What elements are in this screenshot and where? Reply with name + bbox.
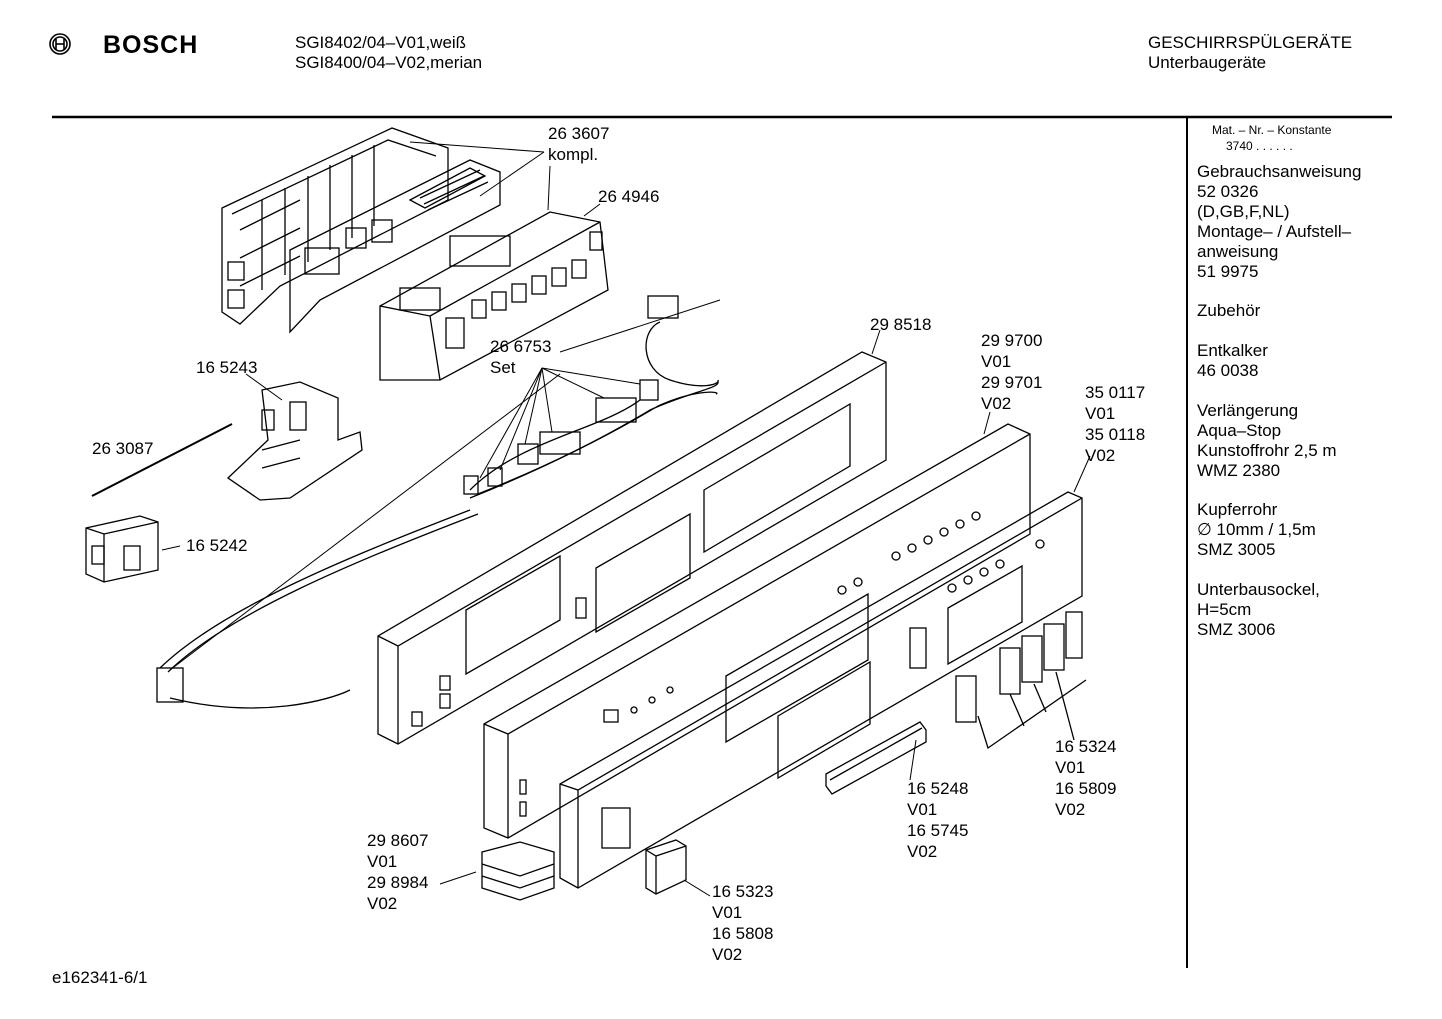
- control-module-drawing: [379, 211, 609, 381]
- part-label-350117: 35 0117 V01 35 0118 V02: [1085, 382, 1145, 466]
- sidebar-section-accessories: Zubehör: [1197, 301, 1260, 321]
- part-label-165243: 16 5243: [196, 357, 257, 378]
- front-panel-drawing: [559, 491, 1083, 889]
- part-variant: V02: [367, 894, 398, 913]
- sidebar-line: 52 0326: [1197, 182, 1259, 201]
- drawing-id: e162341-6/1: [52, 968, 148, 987]
- switch-drawing: [85, 515, 159, 583]
- part-number: 16 5809: [1055, 779, 1117, 798]
- leader-lines: [161, 141, 1091, 897]
- category-line-2: Unterbaugeräte: [1148, 53, 1267, 72]
- part-number: 16 5324: [1055, 737, 1117, 756]
- sidebar-section-base: Unterbausockel, H=5cm SMZ 3006: [1197, 580, 1320, 640]
- sidebar-line: 51 9975: [1197, 262, 1259, 281]
- sidebar-line: Gebrauchsanweisung: [1197, 162, 1362, 181]
- part-variant: V02: [907, 842, 938, 861]
- part-note: Set: [490, 358, 516, 377]
- mat-nr-header: Mat. – Nr. – Konstante: [1212, 123, 1332, 137]
- strip-drawing: [825, 721, 927, 795]
- model-line-1: SGI8402/04–V01,weiß: [295, 33, 467, 52]
- part-number: 16 5745: [907, 821, 969, 840]
- part-label-263087: 26 3087: [92, 438, 153, 459]
- brand-name: BOSCH: [103, 31, 199, 59]
- inner-panel-drawing: [377, 351, 887, 745]
- sidebar-line: Aqua–Stop: [1197, 421, 1282, 440]
- sidebar-line: ∅ 10mm / 1,5m: [1197, 520, 1316, 539]
- control-frame-drawing: [221, 127, 449, 325]
- sidebar-line: Entkalker: [1197, 341, 1268, 360]
- middle-panel-drawing: [483, 423, 1031, 839]
- category-title: GESCHIRRSPÜLGERÄTE Unterbaugeräte: [1148, 33, 1352, 73]
- part-label-298518: 29 8518: [870, 314, 931, 335]
- part-number: 16 5808: [712, 924, 774, 943]
- spacer-drawing: [481, 841, 555, 901]
- part-number: 29 9701: [981, 373, 1043, 392]
- part-note: kompl.: [548, 145, 599, 164]
- long-cable-drawing: [156, 509, 479, 709]
- sidebar-line: Zubehör: [1197, 301, 1261, 320]
- sidebar-section-extension: Verlängerung Aqua–Stop Kunstoffrohr 2,5 …: [1197, 401, 1337, 481]
- bosch-logo-icon: [49, 33, 71, 55]
- part-number: 16 5242: [186, 536, 248, 555]
- sidebar-line: H=5cm: [1197, 600, 1252, 619]
- part-label-165324: 16 5324 V01 16 5809 V02: [1055, 736, 1116, 820]
- sidebar-line: 46 0038: [1197, 361, 1259, 380]
- part-variant: V01: [907, 800, 938, 819]
- model-list: SGI8402/04–V01,weiß SGI8400/04–V02,meria…: [295, 33, 482, 73]
- part-number: 26 6753: [490, 337, 552, 356]
- sidebar-line: Montage– / Aufstell–: [1197, 222, 1352, 241]
- part-variant: V01: [1085, 404, 1116, 423]
- part-number: 16 5248: [907, 779, 969, 798]
- sidebar-line: anweisung: [1197, 242, 1279, 261]
- part-variant: V01: [1055, 758, 1086, 777]
- part-variant: V01: [712, 903, 743, 922]
- part-label-299700: 29 9700 V01 29 9701 V02: [981, 330, 1042, 414]
- mat-nr-value: 3740 . . . . . .: [1226, 139, 1293, 153]
- part-number: 26 3607: [548, 124, 610, 143]
- model-line-2: SGI8400/04–V02,merian: [295, 53, 483, 72]
- part-number: 26 4946: [598, 187, 660, 206]
- part-number: 29 8984: [367, 873, 429, 892]
- sidebar-line: Kupferrohr: [1197, 500, 1278, 519]
- part-variant: V01: [981, 352, 1012, 371]
- part-label-298607: 29 8607 V01 29 8984 V02: [367, 830, 428, 914]
- part-label-264946: 26 4946: [598, 186, 659, 207]
- part-variant: V02: [1055, 800, 1086, 819]
- sidebar-line: SMZ 3006: [1197, 620, 1276, 639]
- holder-drawing: [226, 381, 363, 501]
- sidebar-line: Verlängerung: [1197, 401, 1299, 420]
- part-variant: V02: [1085, 446, 1116, 465]
- part-label-266753: 26 6753 Set: [490, 336, 551, 378]
- part-variant: V02: [981, 394, 1012, 413]
- part-label-165248: 16 5248 V01 16 5745 V02: [907, 778, 968, 862]
- circuit-board-drawing: [289, 159, 501, 334]
- part-variant: V01: [367, 852, 398, 871]
- part-number: 29 8518: [870, 315, 932, 334]
- buttons-drawing: [955, 611, 1087, 750]
- part-number: 29 9700: [981, 331, 1043, 350]
- sidebar-line: WMZ 2380: [1197, 461, 1281, 480]
- sidebar-section-descaler: Entkalker 46 0038: [1197, 341, 1268, 381]
- part-label-263607: 26 3607 kompl.: [548, 123, 609, 165]
- sidebar-section-manuals: Gebrauchsanweisung 52 0326 (D,GB,F,NL) M…: [1197, 162, 1361, 282]
- knob-drawing: [645, 839, 687, 895]
- part-number: 16 5243: [196, 358, 258, 377]
- part-label-165323: 16 5323 V01 16 5808 V02: [712, 881, 773, 965]
- part-number: 16 5323: [712, 882, 774, 901]
- cable-harness-drawing: [463, 295, 719, 499]
- rod-drawing: [91, 423, 233, 497]
- part-number: 26 3087: [92, 439, 154, 458]
- sidebar-line: SMZ 3005: [1197, 540, 1276, 559]
- sidebar-line: (D,GB,F,NL): [1197, 202, 1290, 221]
- sidebar-line: Unterbausockel,: [1197, 580, 1320, 599]
- part-number: 35 0118: [1085, 425, 1146, 444]
- sidebar-section-copper-pipe: Kupferrohr ∅ 10mm / 1,5m SMZ 3005: [1197, 500, 1316, 560]
- category-line-1: GESCHIRRSPÜLGERÄTE: [1148, 33, 1353, 52]
- sidebar-line: Kunstoffrohr 2,5 m: [1197, 441, 1337, 460]
- part-label-165242: 16 5242: [186, 535, 247, 556]
- part-number: 29 8607: [367, 831, 429, 850]
- part-number: 35 0117: [1085, 383, 1146, 402]
- part-variant: V02: [712, 945, 743, 964]
